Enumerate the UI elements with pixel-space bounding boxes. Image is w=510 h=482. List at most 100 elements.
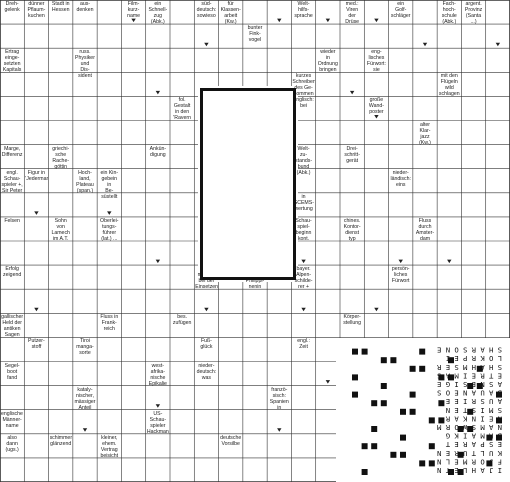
clue-cell[interactable]: Dreh-gelenk [1, 1, 23, 37]
clue-cell[interactable]: Felsen [1, 218, 23, 254]
clue-text: der [348, 13, 356, 19]
direction-arrow-icon [277, 18, 282, 23]
clue-cell[interactable]: nieder-deutsch:was [195, 363, 217, 399]
clue-text: Hessen [51, 7, 70, 13]
black-square [371, 400, 378, 407]
clue-text: Klar- [419, 127, 431, 134]
clue-cell[interactable]: argent.Provinz(Santa ...) [462, 1, 484, 37]
clue-text: chines. [343, 217, 361, 224]
clue-cell[interactable]: süd-deutsch:sowieso [195, 1, 217, 37]
clue-cell[interactable]: Oberlei-tungs-führer(lat.) ... [98, 218, 120, 254]
clue-text: rer + [298, 284, 309, 291]
black-square [428, 443, 435, 450]
clue-cell[interactable]: nieder-ländisch:eins [390, 170, 412, 206]
clue-cell[interactable]: Ankün-digung [147, 146, 169, 182]
black-square [390, 357, 397, 364]
clue-text: Provinz [464, 7, 483, 13]
clue-text: gerät [346, 157, 359, 164]
clue-text: reich [103, 326, 115, 333]
clue-cell[interactable]: Körper-stellung [341, 314, 363, 350]
clue-text: kuchen [28, 13, 45, 19]
black-square [380, 400, 387, 407]
clue-text: franzö- [271, 386, 288, 393]
clue-text: ein Kin- [100, 169, 119, 176]
clue-cell[interactable]: bes.zufügen [171, 314, 193, 350]
clue-text: von [56, 223, 65, 230]
clue-text: gallischer [1, 314, 24, 321]
clue-cell[interactable]: engl.:Zeit [292, 338, 314, 374]
clue-text: in [325, 55, 330, 62]
clue-cell[interactable]: Welt-zu-stands-bund(Abk.) [292, 146, 314, 182]
solution-row: K U L T U R E N [437, 449, 502, 458]
clue-text: ehem. [102, 440, 117, 447]
clue-text: Physiker [75, 55, 95, 62]
clue-text: bayer. [296, 266, 311, 273]
clue-cell[interactable]: aus-denken [74, 1, 96, 37]
clue-cell[interactable]: Welt-hilfs-sprache [292, 1, 314, 37]
clue-cell[interactable]: Drei-schritt-gerät [341, 146, 363, 182]
clue-text: bunter [247, 25, 263, 32]
clue-cell[interactable]: schimmert,glänzend [50, 435, 72, 471]
clue-cell[interactable]: Marge,Differenz [1, 146, 23, 182]
clue-cell[interactable]: engl.Schau-spieler +,Sir Peter [1, 170, 23, 206]
clue-text: Felsen [4, 217, 20, 224]
clue-text: Schau- [295, 217, 312, 224]
clue-cell[interactable]: Figur in'Jedermann' [25, 170, 47, 206]
clue-cell[interactable]: Fach-hoch-schule(Abk.) [438, 1, 460, 37]
clue-cell[interactable]: Putzer-stoff [25, 338, 47, 374]
black-square [409, 365, 416, 372]
clue-cell[interactable]: Hoch-land,Plateau(span.) [74, 170, 96, 206]
clue-cell[interactable]: englisch:bei [292, 97, 314, 133]
solution-row: S M I S T E N [446, 406, 502, 415]
direction-arrow-icon [155, 404, 161, 408]
clue-cell[interactable]: bayer.Alpen-schilde-rer + [292, 266, 314, 302]
clue-text: führer [102, 229, 117, 236]
clue-text: spiel- [297, 223, 310, 230]
clue-text: kleiner, [101, 434, 118, 441]
clue-cell[interactable]: Film-kurz-name [122, 1, 144, 37]
direction-arrow-icon [301, 307, 306, 312]
direction-arrow-icon [82, 428, 88, 432]
clue-text: schritt- [344, 151, 360, 158]
clue-text: (Kw.) [224, 19, 237, 25]
direction-arrow-icon [107, 211, 112, 215]
clue-cell[interactable]: Fuß-glück [195, 338, 217, 374]
